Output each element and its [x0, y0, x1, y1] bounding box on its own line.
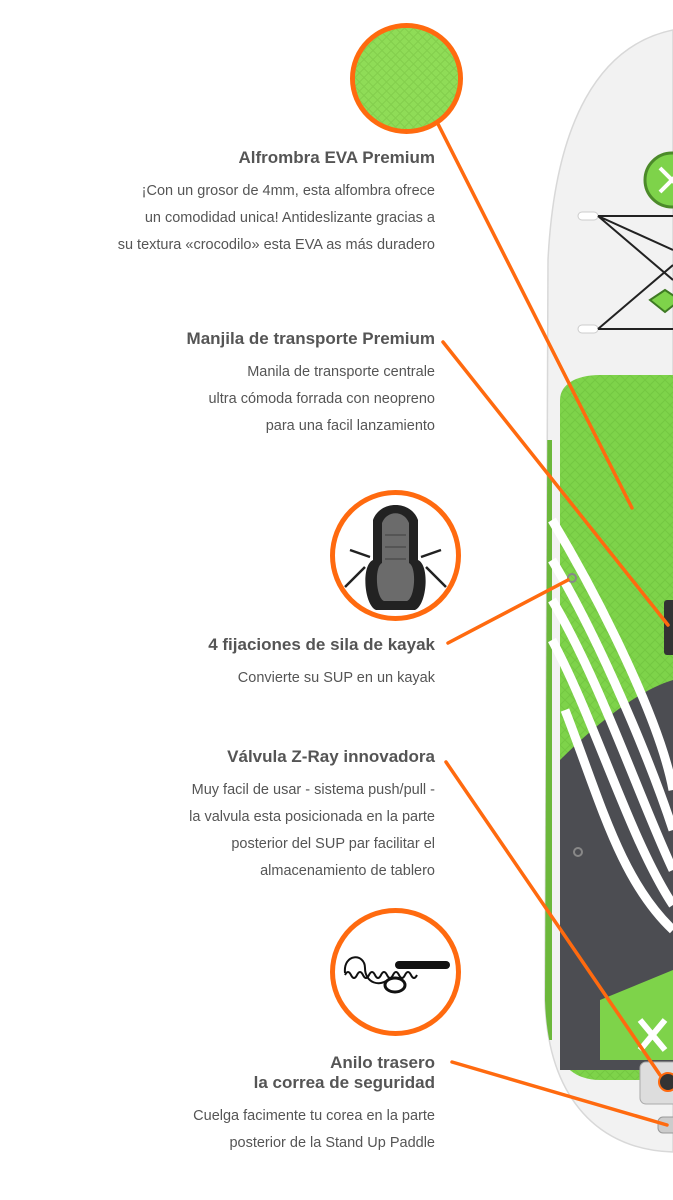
feature-leash-ring: Anilo trasero la correa de seguridad Cue… — [193, 1053, 435, 1157]
feature-desc-line: almacenamiento de tablero — [260, 863, 435, 879]
feature-desc-line: la valvula esta posicionada en la parte — [189, 809, 435, 825]
feature-title: Alfrombra EVA Premium — [238, 148, 436, 167]
eva-swatch-circle — [350, 23, 463, 134]
feature-title-line: la correa de seguridad — [253, 1073, 435, 1092]
feature-desc-line: Convierte su SUP en un kayak — [237, 670, 435, 686]
feature-carry-handle: Manjila de transporte Premium Manila de … — [187, 329, 435, 440]
feature-desc-line: un comodidad unica! Antideslizante graci… — [144, 210, 435, 226]
coiled-leash-icon — [343, 956, 450, 994]
feature-desc-line: ultra cómoda forrada con neopreno — [208, 391, 435, 407]
feature-desc-line: posterior de la Stand Up Paddle — [229, 1135, 435, 1151]
feature-title: Válvula Z-Ray innovadora — [227, 747, 435, 766]
feature-desc-line: Manila de transporte centrale — [247, 364, 435, 380]
feature-desc-line: Cuelga facimente tu corea en la parte — [193, 1108, 435, 1124]
feature-desc-line: posterior del SUP par facilitar el — [231, 836, 435, 852]
green-eva-swatch-icon — [355, 28, 458, 129]
feature-desc-line: Muy facil de usar - sistema push/pull - — [191, 782, 435, 798]
leash-circle — [330, 908, 461, 1036]
connector-lines — [434, 118, 670, 1127]
feature-desc-line: ¡Con un grosor de 4mm, esta alfombra ofr… — [141, 183, 435, 199]
feature-desc-line: para una facil lanzamiento — [265, 418, 435, 434]
feature-title-line: Anilo trasero — [330, 1053, 435, 1072]
feature-kayak-seat: 4 fijaciones de sila de kayak Convierte … — [208, 635, 435, 692]
feature-eva-mat: Alfrombra EVA Premium ¡Con un grosor de … — [118, 148, 435, 259]
feature-title: Anilo trasero la correa de seguridad — [193, 1053, 435, 1093]
feature-title: Manjila de transporte Premium — [186, 329, 435, 348]
feature-title: 4 fijaciones de sila de kayak — [208, 635, 435, 654]
kayak-seat-circle — [330, 490, 461, 621]
feature-valve: Válvula Z-Ray innovadora Muy facil de us… — [189, 747, 435, 885]
feature-desc-line: su textura «crocodilo» esta EVA as más d… — [117, 237, 435, 253]
kayak-seat-icon — [344, 505, 447, 610]
